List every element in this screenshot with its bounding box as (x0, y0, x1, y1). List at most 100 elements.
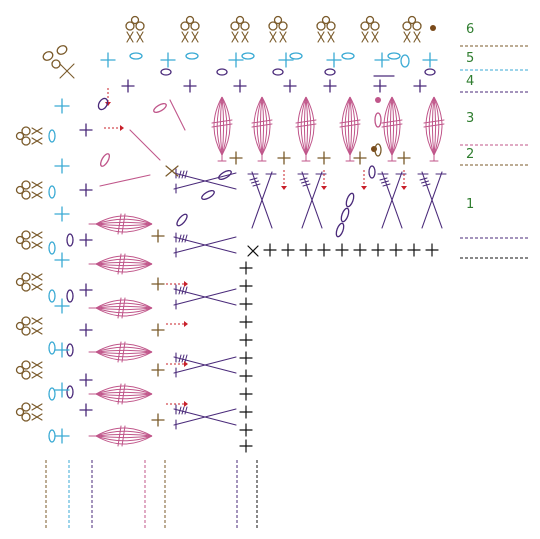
puff-loop (95, 215, 153, 225)
crossed-treble-stitch (173, 352, 237, 378)
puff-stitch (381, 96, 403, 162)
marker-dot (430, 25, 436, 31)
single-crochet-stitch (335, 243, 349, 257)
stitch-stroke (317, 31, 325, 43)
single-crochet-stitch (79, 403, 93, 417)
puff-loop (95, 351, 153, 361)
puff-stitch (211, 96, 233, 162)
picot-stitch (180, 15, 200, 43)
picot-stitch (125, 15, 145, 43)
insertion-arrow (281, 170, 287, 190)
chain-stitch (387, 52, 401, 60)
stitch-stroke (121, 425, 126, 447)
puff-loop (261, 96, 271, 156)
chain-stitch (21, 230, 31, 240)
chain-stitch (21, 360, 31, 370)
chain-stitch (218, 169, 232, 181)
insertion-arrow (166, 281, 188, 287)
stitch-stroke (181, 286, 185, 295)
puff-loop (95, 427, 153, 437)
chain-stitch (48, 387, 56, 401)
picot-stitch (402, 15, 422, 43)
puff-loop (253, 96, 263, 156)
marker-dot (375, 97, 381, 103)
single-crochet-stitch (54, 252, 70, 268)
crossed-treble-stitch (417, 171, 447, 229)
stitch-stroke (121, 297, 126, 319)
stitch-stroke (31, 181, 43, 189)
stitch-stroke (117, 253, 122, 275)
puff-stitch (88, 297, 153, 319)
single-crochet-stitch (353, 243, 367, 257)
stitch-stroke (295, 119, 317, 124)
stitch-stroke (31, 413, 43, 421)
single-crochet-stitch (239, 387, 253, 401)
stitch-stroke (327, 31, 335, 43)
stitch-stroke (379, 177, 388, 181)
stitch-stroke (181, 406, 185, 415)
row-label-2: 2 (466, 147, 474, 162)
puff-loop (425, 96, 435, 156)
stitch-stroke (184, 286, 188, 295)
chain-stitch (21, 272, 31, 282)
picot-stitch (15, 402, 43, 422)
single-crochet-stitch (151, 229, 165, 243)
insertion-arrow (104, 125, 124, 131)
stitch-stroke (339, 123, 361, 128)
single-crochet-stitch (239, 369, 253, 383)
chain-stitch (201, 189, 215, 201)
chain-stitch (340, 207, 350, 223)
stitch-stroke (251, 171, 273, 229)
single-crochet-stitch (233, 79, 247, 93)
puff-loop (95, 393, 153, 397)
stitch-stroke (178, 354, 182, 363)
stitch-stroke (301, 171, 323, 229)
puff-loop (95, 307, 153, 311)
chain-stitch (48, 241, 56, 255)
chain-stitch (176, 213, 188, 227)
insertion-arrow (166, 321, 188, 327)
row-label-5: 5 (466, 51, 474, 66)
puff-stitch (88, 213, 153, 235)
single-crochet-stitch (228, 52, 244, 68)
chain-stitch (21, 126, 31, 136)
puff-loop (213, 96, 223, 156)
stitch-stroke (184, 234, 188, 243)
chain-stitch (321, 15, 331, 25)
stitch-stroke (178, 170, 182, 179)
chain-stitch (21, 136, 31, 146)
chain-stitch (412, 21, 422, 31)
chain-stitch (21, 240, 31, 250)
single-crochet-stitch (239, 405, 253, 419)
chain-stitch (400, 54, 410, 68)
puff-loop (95, 255, 153, 265)
single-crochet-stitch (422, 52, 438, 68)
picot-stitch (15, 316, 43, 336)
row-6-stitches (15, 15, 422, 422)
single-crochet-stitch (239, 333, 253, 347)
puff-loop (95, 393, 153, 400)
stitch-stroke (121, 253, 126, 275)
stitch-stroke (129, 129, 161, 161)
chain-stitch (345, 192, 355, 208)
puff-loop (433, 96, 437, 156)
puff-loop (261, 96, 268, 156)
stitch-stroke (59, 63, 75, 79)
chain-stitch (42, 51, 54, 61)
puff-loop (95, 299, 153, 309)
chain-stitch (402, 21, 412, 31)
chain-stitch (335, 222, 345, 238)
stitch-stroke (382, 183, 391, 187)
single-crochet-stitch (239, 351, 253, 365)
single-crochet-stitch (323, 79, 337, 93)
stitch-stroke (31, 283, 43, 291)
chain-stitch (424, 68, 436, 76)
single-crochet-stitch (299, 243, 313, 257)
puff-stitch (295, 96, 317, 162)
chain-stitch (216, 68, 228, 76)
chain-stitch (97, 97, 109, 111)
stitch-stroke (251, 119, 273, 124)
puff-loop (341, 96, 351, 156)
stitch-stroke (269, 31, 277, 43)
chain-stitch (368, 165, 376, 179)
